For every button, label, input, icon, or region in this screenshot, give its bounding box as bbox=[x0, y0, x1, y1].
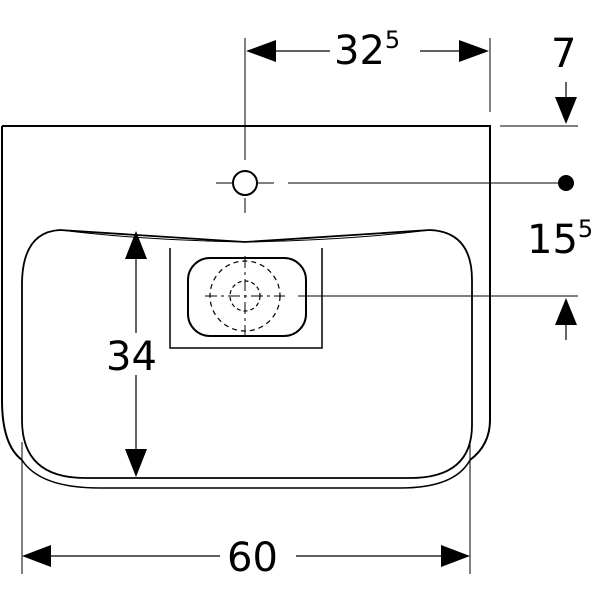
dim-overall-width: 60 bbox=[22, 535, 470, 581]
drain-recess bbox=[169, 248, 323, 349]
dim-top-offset: 325 bbox=[246, 26, 489, 74]
dim-top-offset-arrow-right bbox=[459, 40, 489, 62]
basin-front-edge bbox=[21, 459, 471, 489]
tap-hole bbox=[216, 38, 274, 213]
basin-outer-contour bbox=[1, 125, 491, 461]
dim-bowl-depth: 34 bbox=[104, 231, 160, 477]
dim-rim-depth-value: 7 bbox=[551, 31, 576, 77]
basin-outline bbox=[1, 125, 491, 489]
dim-top-offset-arrow-left bbox=[246, 40, 276, 62]
dim-overall-width-arrow-left bbox=[22, 545, 51, 567]
tap-hole-circle bbox=[232, 170, 258, 196]
inner-bowl-shelf-line bbox=[59, 229, 431, 243]
dim-rim-depth-arrow bbox=[555, 97, 577, 124]
extension-lines bbox=[21, 38, 578, 574]
dim-hole-to-drain-arrow bbox=[555, 298, 577, 325]
drain-cover bbox=[187, 257, 307, 337]
dim-top-offset-sup: 5 bbox=[385, 26, 400, 54]
dim-top-offset-value: 32 bbox=[334, 28, 385, 74]
dim-bowl-depth-value: 34 bbox=[106, 334, 157, 380]
dim-hole-to-drain-value: 15 bbox=[527, 217, 578, 263]
inner-bowl-contour bbox=[21, 229, 473, 479]
svg-text:325: 325 bbox=[334, 26, 400, 74]
inner-bowl bbox=[21, 229, 473, 479]
dim-bowl-depth-arrow-top bbox=[125, 231, 147, 259]
dim-hole-to-drain-sup: 5 bbox=[578, 215, 593, 243]
svg-text:155: 155 bbox=[527, 215, 593, 263]
dim-bowl-depth-label-bg bbox=[104, 333, 160, 375]
dim-overall-width-value: 60 bbox=[227, 535, 278, 581]
dim-hole-to-drain: 155 bbox=[527, 215, 593, 340]
tap-hole-reference-dot bbox=[558, 175, 574, 191]
dim-bowl-depth-arrow-bottom bbox=[125, 449, 147, 477]
dim-rim-depth: 7 bbox=[551, 31, 577, 124]
dim-overall-width-arrow-right bbox=[441, 545, 470, 567]
